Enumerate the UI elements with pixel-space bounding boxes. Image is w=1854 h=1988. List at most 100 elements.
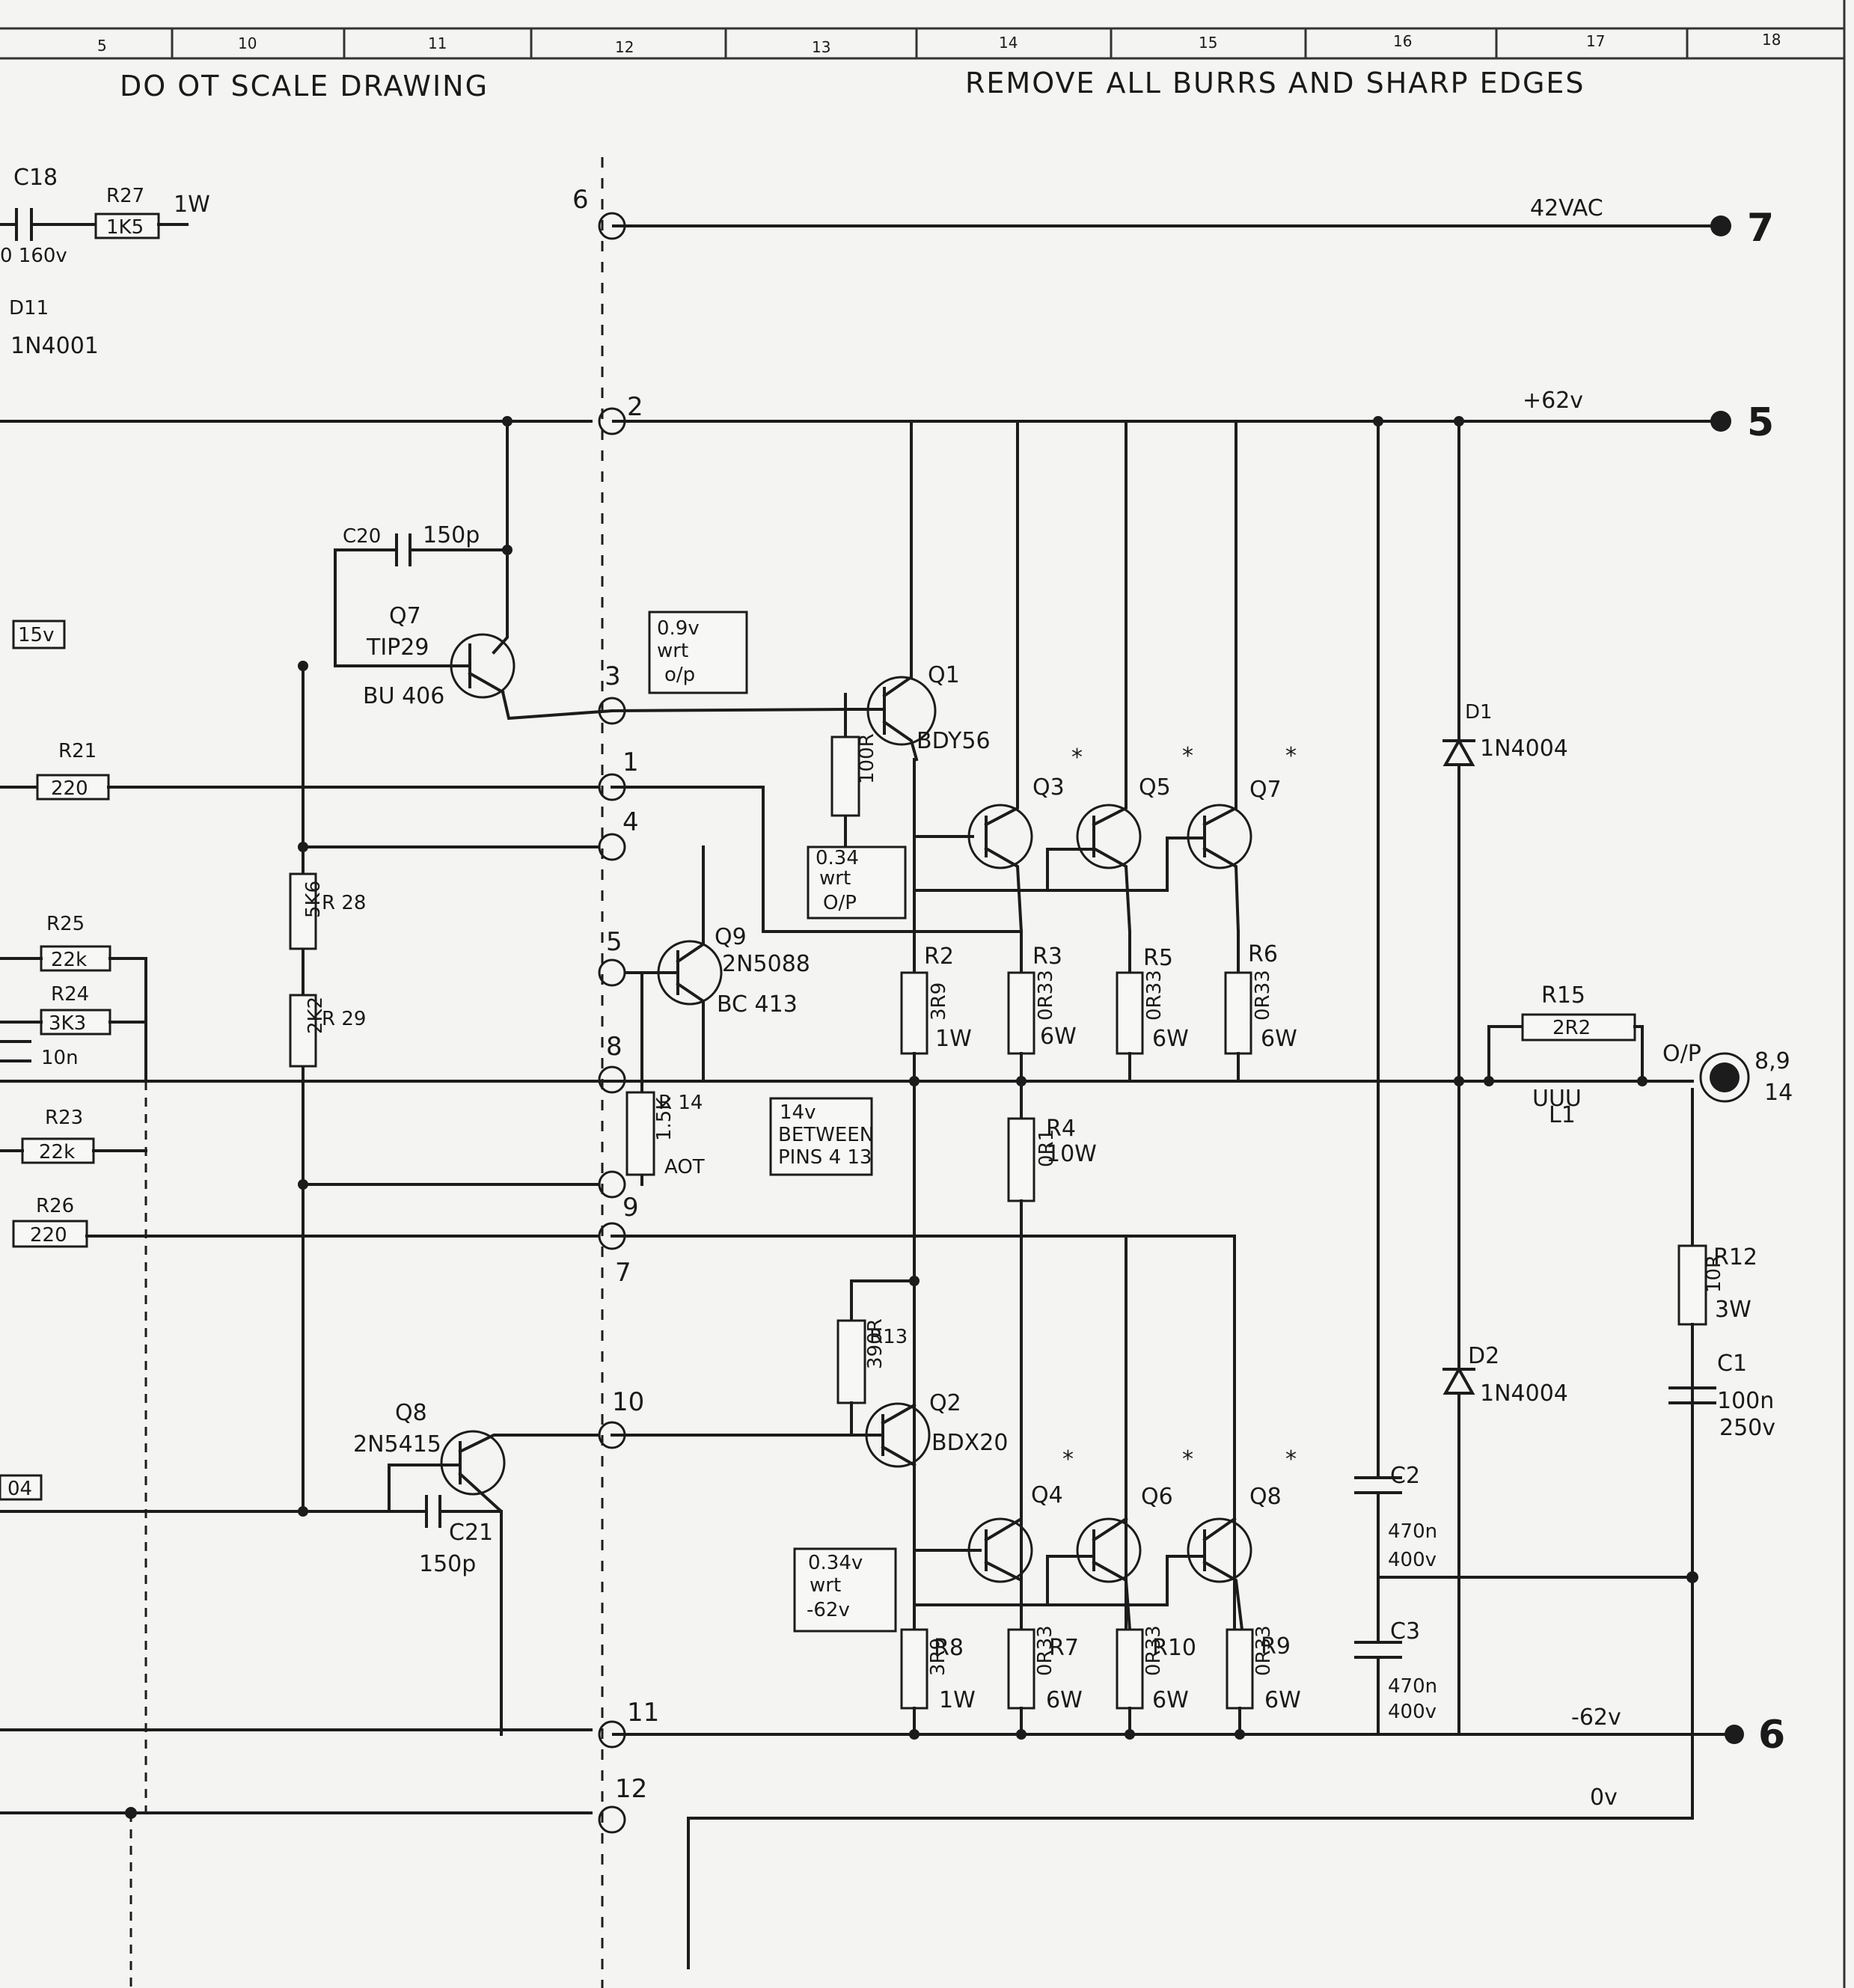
d11-ref: D11 bbox=[9, 297, 49, 319]
note-line: wrt bbox=[657, 640, 688, 662]
c3-value: 470n bbox=[1388, 1675, 1437, 1698]
l1-ref: L1 bbox=[1549, 1102, 1576, 1128]
note-remove-burrs: REMOVE ALL BURRS AND SHARP EDGES bbox=[965, 67, 1585, 100]
r23-value: 22k bbox=[39, 1141, 75, 1163]
q4-ref: Q4 bbox=[1031, 1482, 1063, 1508]
c2-ref: C2 bbox=[1390, 1463, 1420, 1489]
r4-resistor: 0R1 R4 10W bbox=[1007, 1116, 1097, 1202]
r28-value: 5K6 bbox=[302, 881, 325, 918]
pin-label: 11 bbox=[627, 1698, 659, 1728]
terminal-dot bbox=[1710, 411, 1731, 432]
r24-ref: R24 bbox=[51, 983, 89, 1006]
q8o-ref: Q8 bbox=[1249, 1484, 1282, 1510]
zone-label: 16 bbox=[1393, 32, 1412, 50]
r21-resistor bbox=[36, 774, 110, 801]
q5-ref: Q5 bbox=[1139, 774, 1171, 801]
input-section: C18 0 160v R27 1K5 1W D11 1N4001 15v R21… bbox=[0, 165, 600, 1988]
star-mark: * bbox=[1182, 1446, 1193, 1472]
r26-resistor bbox=[12, 1220, 88, 1248]
note-line: 14v bbox=[780, 1101, 816, 1124]
pin-1: 1 bbox=[598, 747, 639, 801]
pin-4: 4 bbox=[598, 807, 639, 861]
r6-resistor: 0R33 R6 6W bbox=[1224, 941, 1297, 1055]
output-label: O/P bbox=[1662, 1041, 1701, 1067]
d2-value: 1N4004 bbox=[1480, 1380, 1568, 1407]
star-mark: * bbox=[1182, 743, 1193, 769]
r12-rating: 3W bbox=[1715, 1297, 1751, 1323]
r4-ref: R4 bbox=[1046, 1116, 1076, 1142]
driver-section: C20 150p Q7 TIP29 BU 406 0.9v wrt o/p 5K… bbox=[289, 416, 874, 1736]
r13-ref: R13 bbox=[869, 1326, 908, 1348]
q2-type: BDX20 bbox=[931, 1430, 1008, 1456]
r5-resistor: 0R33 R5 6W bbox=[1116, 945, 1189, 1055]
note-q3-bias bbox=[807, 845, 907, 920]
r21-value: 220 bbox=[51, 777, 88, 800]
star-mark: * bbox=[1285, 1446, 1297, 1472]
zero-rail-label: 0v bbox=[1590, 1784, 1618, 1811]
zone-label: 13 bbox=[812, 38, 830, 56]
output-pins: 8,9 bbox=[1754, 1048, 1790, 1074]
pin-10: 10 bbox=[598, 1387, 644, 1449]
r27-resistor bbox=[94, 212, 160, 239]
r12-value: 10R bbox=[1703, 1255, 1725, 1293]
q8o-transistor: Q8 * bbox=[1187, 1446, 1297, 1632]
note-do-not-scale: DO OT SCALE DRAWING bbox=[120, 70, 489, 103]
r5-value: 0R33 bbox=[1143, 970, 1166, 1021]
q1-type: BDY56 bbox=[917, 728, 991, 754]
supply-15v-label: 15v bbox=[18, 624, 54, 646]
r28-ref: R 28 bbox=[322, 892, 366, 914]
neg-rail-label: -62v bbox=[1571, 1704, 1621, 1731]
zone-label: 5 bbox=[97, 37, 107, 55]
zone-label: 12 bbox=[615, 38, 634, 56]
pin-label: 10 bbox=[612, 1387, 644, 1417]
r27-value: 1K5 bbox=[106, 216, 144, 239]
r14-resistor bbox=[625, 1091, 655, 1176]
terminal-dot bbox=[1710, 215, 1731, 236]
c3-ref: C3 bbox=[1390, 1618, 1420, 1645]
note-line: 0.9v bbox=[657, 617, 700, 640]
q9-ref: Q9 bbox=[715, 924, 747, 950]
pin-label: 8 bbox=[606, 1032, 622, 1062]
r15-value: 2R2 bbox=[1552, 1017, 1591, 1039]
terminal-neg-label: 6 bbox=[1758, 1713, 1785, 1758]
note-line: wrt bbox=[810, 1574, 841, 1597]
r7-ref: R7 bbox=[1049, 1635, 1079, 1661]
supply-15v-box bbox=[12, 620, 66, 649]
note-line: 0.34 bbox=[816, 847, 859, 869]
c2-rating: 400v bbox=[1388, 1549, 1437, 1571]
note-pins bbox=[769, 1097, 873, 1176]
pin-label: 4 bbox=[622, 807, 639, 837]
c3-rating: 400v bbox=[1388, 1701, 1437, 1723]
d1-diode bbox=[1442, 737, 1475, 766]
r24-value: 3K3 bbox=[49, 1012, 86, 1035]
r14-ref: R 14 bbox=[658, 1092, 703, 1114]
pin-label: 6 bbox=[572, 185, 589, 215]
q4-transistor: Q4 * bbox=[967, 1446, 1074, 1631]
c21-value: 150p bbox=[419, 1551, 476, 1577]
note-line: 0.34v bbox=[808, 1552, 863, 1574]
r8-value: 3R9 bbox=[927, 1638, 949, 1676]
star-mark: * bbox=[1285, 743, 1297, 769]
r28-resistor bbox=[289, 872, 317, 950]
pin-7: 7 bbox=[598, 1222, 631, 1288]
pin-label: 1 bbox=[622, 747, 639, 777]
q6-ref: Q6 bbox=[1141, 1484, 1173, 1510]
q3-ref: Q3 bbox=[1032, 774, 1065, 801]
d1-value: 1N4004 bbox=[1480, 735, 1568, 762]
q9-alt: BC 413 bbox=[717, 991, 798, 1018]
output-pin2: 14 bbox=[1764, 1080, 1793, 1106]
terminal-pos-label: 5 bbox=[1747, 400, 1774, 445]
note-line: o/p bbox=[664, 664, 695, 686]
zone-label: 11 bbox=[428, 34, 447, 52]
q7-type: TIP29 bbox=[366, 634, 429, 661]
r13-resistor: 390R R13 bbox=[836, 1318, 908, 1404]
r10-rating: 6W bbox=[1152, 1687, 1189, 1713]
r100-value: 100R bbox=[856, 733, 878, 784]
zone-label: 17 bbox=[1586, 32, 1605, 50]
r26-value: 220 bbox=[30, 1224, 67, 1247]
q7o-transistor: Q7 * bbox=[1187, 420, 1297, 934]
r7-rating: 6W bbox=[1046, 1687, 1083, 1713]
left-bottom-box bbox=[0, 1474, 43, 1501]
r4-value: 0R1 bbox=[1035, 1129, 1058, 1167]
